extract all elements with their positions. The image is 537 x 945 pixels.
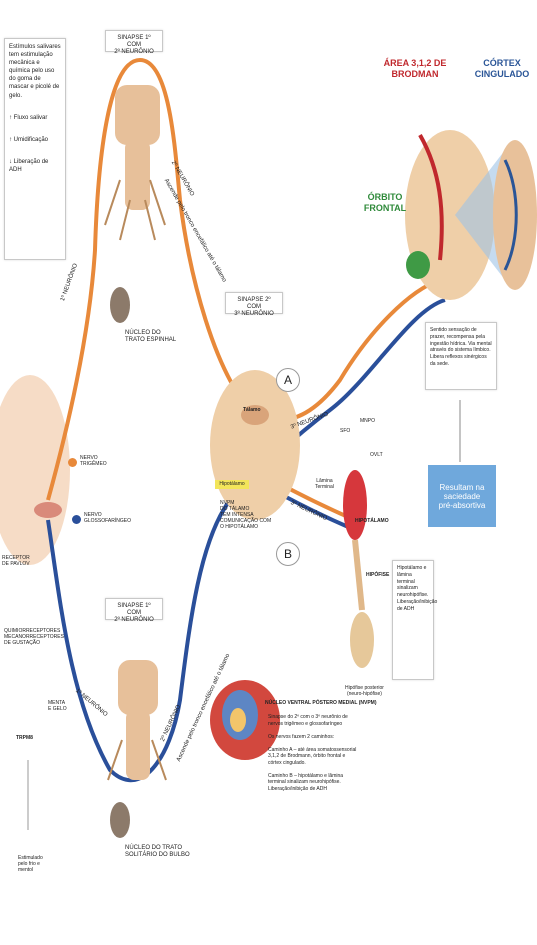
- glosso-legend-label: NERVO GLOSSOFARÍNGEO: [84, 512, 131, 524]
- chemoreceptors-label: QUIMIORRECEPTORES MECANORRECEPTORES DE G…: [4, 628, 64, 646]
- thalamus-label: Tálamo: [243, 407, 261, 413]
- ovlt-label: OVLT: [370, 452, 383, 458]
- synapse-mid-label: SINAPSE 2º COM 3º NEURÔNIO: [225, 292, 283, 314]
- posterior-pituitary-label: Hipófise posterior (neuro-hipófise): [345, 685, 384, 697]
- synapse-bottom-label: SINAPSE 1º COM 2º NEURÔNIO: [105, 598, 163, 620]
- info-item-2-text: Umidificação: [14, 137, 48, 143]
- solitary-nucleus-section: [110, 802, 130, 838]
- cingulate-cortex-label: CÓRTEX CINGULADO: [472, 58, 532, 80]
- vpm-title: NÚCLEO VENTRAL PÓSTERO MEDIAL (NVPM): [265, 700, 377, 706]
- vpm-notes: Sinapse do 2º com o 3º neurônio de nervo…: [268, 714, 358, 792]
- hypophysis-label: HIPÓFISE: [366, 572, 389, 578]
- info-item-3: ↓ Liberação de ADH: [9, 158, 61, 174]
- info-item-3-text: Liberação de ADH: [9, 159, 48, 173]
- pathway-a-circle: A: [276, 368, 300, 392]
- cortex-note-box: Sentido sensação de prazer, recompensa p…: [425, 322, 497, 390]
- pituitary-stalk: [355, 540, 362, 610]
- info-box: Estímulos salivares tem estimulação mecâ…: [4, 38, 66, 260]
- synapse-top-label: SINAPSE 1º COM 2º NEURÔNIO: [105, 30, 163, 52]
- orbitofrontal-label: ÓRBITO FRONTAL: [360, 192, 410, 214]
- brain-cross-core: [230, 708, 246, 732]
- mnpo-label: MNPO: [360, 418, 375, 424]
- mouth-illustration: [34, 502, 62, 518]
- brainstem-top: [105, 85, 165, 240]
- info-item-1: ↑ Fluxo salivar: [9, 114, 61, 122]
- receptor-label: RECEPTOR DE PAVLOV: [2, 555, 30, 567]
- central-brain: [210, 370, 300, 520]
- info-item-2: ↑ Umidificação: [9, 136, 61, 144]
- mint-ice-label: MENTA E GELO: [48, 700, 67, 712]
- hypophysis-note-box: Hipotálamo e lâmina terminal sinalizam n…: [392, 560, 434, 680]
- trigeminal-legend-label: NERVO TRIGÊMEO: [80, 455, 107, 467]
- solitary-nucleus-label: NÚCLEO DO TRATO SOLITÁRIO DO BULBO: [125, 845, 200, 859]
- face-illustration: [0, 375, 70, 565]
- sfo-label: SFO: [340, 428, 350, 434]
- pathway-b-circle: B: [276, 542, 300, 566]
- stimulated-label: Estimulado pelo frio e mentol: [18, 855, 43, 873]
- hypothalamus-label: Hipotálamo: [215, 481, 249, 487]
- trigeminal-legend-dot: [68, 458, 77, 467]
- hypothalamus-red-region: [343, 470, 367, 540]
- trpm8-label: TRPM8: [16, 735, 33, 741]
- lamina-terminal-label: Lâmina Terminal: [315, 478, 334, 490]
- info-item-1-text: Fluxo salivar: [14, 115, 48, 121]
- result-box: Resultam na saciedade pré-absortiva: [428, 465, 496, 527]
- brodmann-area-label: ÁREA 3,1,2 DE BRODMAN: [380, 58, 450, 80]
- glosso-legend-dot: [72, 515, 81, 524]
- spinal-nucleus-label: NÚCLEO DO TRATO ESPINHAL: [125, 330, 185, 344]
- spinal-nucleus-section: [110, 287, 130, 323]
- orbitofrontal-area: [406, 251, 430, 279]
- thalamus-note: NVPM DO TÁLAMO TEM INTENSA COMUNICAÇÃO C…: [220, 500, 271, 530]
- info-box-intro: Estímulos salivares tem estimulação mecâ…: [9, 43, 61, 100]
- pituitary-shape: [350, 612, 374, 668]
- hypothalamus-red-label: HIPOTÁLAMO: [355, 518, 389, 524]
